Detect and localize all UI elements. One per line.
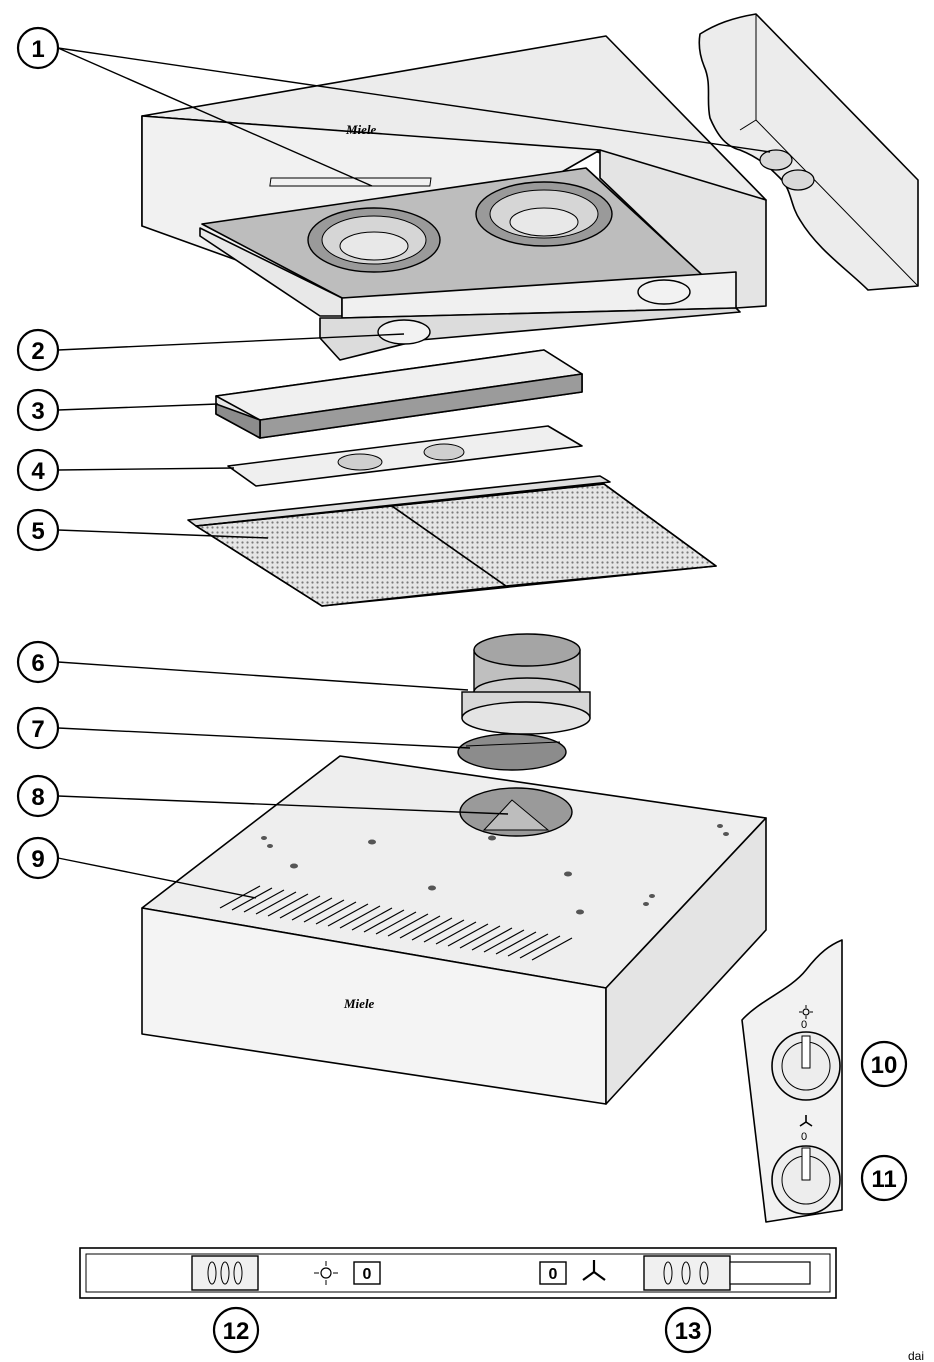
cutaway-detail	[698, 13, 919, 291]
callout-1: 1	[16, 26, 60, 70]
svg-text:3: 3	[31, 398, 44, 425]
backflow-flap	[457, 733, 567, 771]
svg-text:6: 6	[31, 650, 44, 677]
side-control-panel: 0 0	[741, 939, 843, 1223]
callout-8: 8	[16, 774, 60, 818]
fan-slider[interactable]	[643, 1255, 731, 1291]
light-sun-icon	[799, 1005, 813, 1019]
light-knob[interactable]	[771, 1031, 841, 1101]
filter-frame	[227, 425, 583, 487]
fan-icon	[799, 1115, 813, 1127]
light-slider[interactable]	[191, 1255, 259, 1291]
light-sun-icon	[314, 1261, 338, 1285]
vent-slots	[219, 885, 573, 961]
blower-fan-right	[475, 181, 613, 247]
grease-filters	[187, 475, 717, 607]
mounting-holes	[261, 824, 729, 915]
callout-5: 5	[16, 508, 60, 552]
svg-text:9: 9	[31, 846, 44, 873]
callout-13: 13	[664, 1306, 712, 1354]
callout-9: 9	[16, 836, 60, 880]
callout-10: 10	[860, 1040, 908, 1088]
svg-text:7: 7	[31, 716, 44, 743]
hood-logo: Miele	[345, 122, 377, 137]
svg-text:10: 10	[871, 1052, 898, 1079]
callout-3: 3	[16, 388, 60, 432]
callout-12: 12	[212, 1306, 260, 1354]
callout-7: 7	[16, 706, 60, 750]
blower-fan-left	[307, 207, 441, 273]
svg-text:2: 2	[31, 338, 44, 365]
charcoal-filter	[215, 349, 583, 439]
lamp-left	[377, 319, 431, 345]
fan-indicator: 0	[549, 1266, 558, 1283]
front-control-strip: 0 0	[79, 1247, 837, 1299]
lamp-right	[637, 279, 691, 305]
svg-text:11: 11	[871, 1166, 896, 1193]
svg-text:8: 8	[31, 784, 44, 811]
fan-icon	[582, 1260, 606, 1281]
fan-knob[interactable]	[771, 1145, 841, 1215]
svg-text:4: 4	[31, 458, 45, 485]
callout-11: 11	[860, 1154, 908, 1202]
light-knob-zero: 0	[801, 1019, 807, 1031]
leader-lines	[57, 47, 771, 899]
light-indicator: 0	[363, 1266, 372, 1283]
document-reference: dai	[908, 1349, 924, 1362]
base-logo: Miele	[343, 996, 375, 1011]
callout-4: 4	[16, 448, 60, 492]
fan-knob-zero: 0	[801, 1131, 807, 1143]
base-unit: Miele	[141, 755, 767, 1105]
duct-connector	[461, 633, 591, 735]
callout-6: 6	[16, 640, 60, 684]
callout-2: 2	[16, 328, 60, 372]
cooker-hood-unit: Miele	[141, 35, 767, 361]
svg-text:5: 5	[31, 518, 44, 545]
svg-text:13: 13	[675, 1318, 702, 1345]
svg-text:12: 12	[223, 1318, 250, 1345]
svg-text:1: 1	[31, 36, 44, 63]
